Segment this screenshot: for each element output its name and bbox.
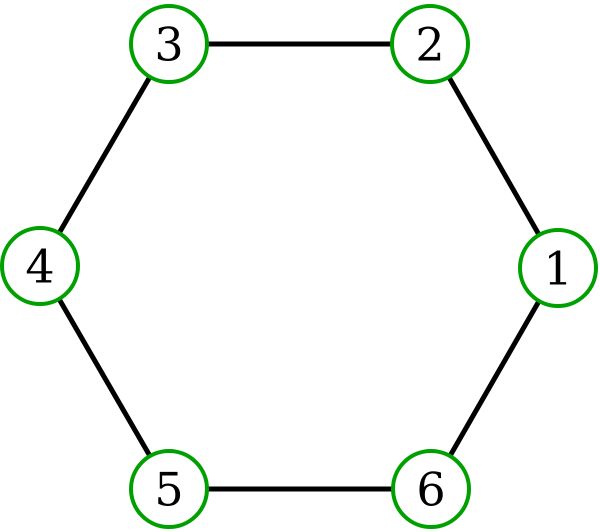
graph-node-circle [0, 226, 80, 306]
graph-node-circle [390, 4, 470, 84]
graph-node-circle [129, 4, 209, 84]
graph-node-4: 4 [0, 226, 80, 306]
graph-edge-1-6 [428, 266, 561, 491]
graph-node-circle [129, 449, 209, 529]
graph-node-3: 3 [129, 4, 209, 84]
graph-edge-2-1 [427, 42, 561, 270]
graph-node-2: 2 [390, 4, 470, 84]
graph-edge-5-4 [37, 264, 172, 491]
graph-edge-4-3 [37, 42, 172, 268]
graph-node-circle [391, 449, 471, 529]
graph-node-circle [518, 228, 598, 308]
graph-node-label: 2 [415, 18, 444, 72]
graph-node-6: 6 [391, 449, 471, 529]
graph-node-label: 3 [154, 18, 183, 72]
graph-node-5: 5 [129, 449, 209, 529]
graph-node-label: 4 [25, 240, 54, 294]
graph-node-label: 1 [543, 242, 572, 296]
graph-node-label: 5 [154, 463, 183, 517]
graph-node-label: 6 [416, 463, 445, 517]
graph-node-1: 1 [518, 228, 598, 308]
